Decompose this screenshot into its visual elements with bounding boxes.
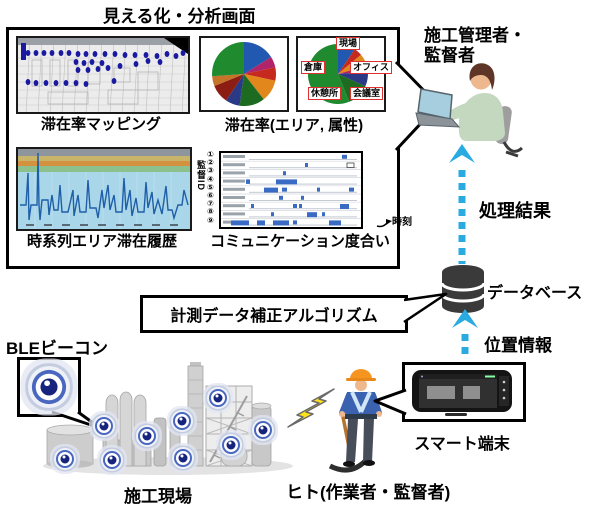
pie-chart-1 xyxy=(212,42,277,107)
ble-beacon-icon xyxy=(258,425,268,435)
pie-caption: 滞在率(エリア, 属性) xyxy=(224,117,364,134)
smartphone-icon xyxy=(412,370,512,416)
pie-label-souko: 倉庫 xyxy=(301,61,326,75)
gantt-row-id: ⑥ xyxy=(207,190,214,200)
algorithm-label: 計測データ補正アルゴリズム xyxy=(170,308,378,325)
worker-label: ヒト(作業者・監督者) xyxy=(286,483,451,502)
gantt-image xyxy=(221,153,361,227)
communication-gantt-chart xyxy=(219,151,363,229)
timeseries-caption: 時系列エリア滞在履歴 xyxy=(26,233,177,250)
smart-device-callout-box xyxy=(402,362,526,422)
pie-label-genba: 現場 xyxy=(336,37,361,51)
database-icon xyxy=(440,265,486,313)
timeseries-image xyxy=(18,149,190,229)
presence-dots xyxy=(25,50,186,87)
timeseries-chart xyxy=(16,147,192,231)
gantt-caption: コミュニケーション度合い xyxy=(210,233,390,250)
ble-beacon-icon xyxy=(213,393,223,403)
ble-beacon-icon xyxy=(40,378,58,396)
stay-rate-pie-chart-area xyxy=(199,36,289,112)
wireless-signal-lightning-icon xyxy=(287,388,335,428)
stay-rate-mapping-chart xyxy=(16,36,190,114)
ble-beacon-icon xyxy=(99,421,109,431)
gantt-row-ids: ① ② ③ ④ ⑤ ⑥ ⑦ ⑧ ⑨ xyxy=(207,150,214,225)
construction-site-label: 施工現場 xyxy=(124,487,192,506)
gantt-y-axis-label: 監督ID xyxy=(196,160,206,191)
smart-device-label: スマート端末 xyxy=(414,436,510,453)
floorplan-map-image xyxy=(18,38,188,112)
gantt-row-id: ① xyxy=(207,150,214,159)
database-label: データベース xyxy=(487,285,583,302)
gantt-bars xyxy=(231,154,355,226)
manager-person-illustration xyxy=(415,63,524,158)
pie-label-kaigi: 会議室 xyxy=(350,87,384,101)
ble-beacon-icon xyxy=(142,431,152,441)
worker-person-illustration xyxy=(328,369,382,473)
manager-label: 施工管理者・監督者 xyxy=(424,26,526,66)
ble-beacon-icon xyxy=(178,453,188,463)
ble-beacon-icon xyxy=(60,454,70,464)
gantt-row-id: ③ xyxy=(207,166,214,176)
ble-beacon-label: BLEビーコン xyxy=(6,339,108,358)
page-title: 見える化・分析画面 xyxy=(103,7,256,26)
gantt-x-axis-label: 時刻 xyxy=(392,217,412,228)
result-flow-arrow xyxy=(449,144,475,264)
gantt-row-id: ⑤ xyxy=(207,182,214,192)
gantt-row-id: ⑧ xyxy=(207,207,214,217)
gantt-row-id: ② xyxy=(207,158,214,168)
location-label: 位置情報 xyxy=(484,336,552,355)
result-label: 処理結果 xyxy=(479,201,551,221)
pie-label-office: オフィス xyxy=(350,61,392,75)
gantt-row-id: ④ xyxy=(207,174,214,184)
ble-beacon-icon xyxy=(177,416,187,426)
algorithm-callout-tail xyxy=(403,292,448,324)
gantt-row-id: ⑦ xyxy=(207,199,214,209)
gantt-row-id: ⑨ xyxy=(207,215,214,225)
mapping-caption: 滞在率マッピング xyxy=(40,116,161,133)
analysis-screen-box: 滞在率マッピング xyxy=(6,27,400,269)
ble-beacon-icon xyxy=(226,440,236,450)
pie-label-kyukei: 休憩所 xyxy=(308,87,342,101)
analysis-callout-tail xyxy=(394,60,440,152)
ble-beacon-icon xyxy=(107,455,117,465)
location-flow-arrow xyxy=(452,309,478,360)
algorithm-callout-box: 計測データ補正アルゴリズム xyxy=(140,295,408,333)
